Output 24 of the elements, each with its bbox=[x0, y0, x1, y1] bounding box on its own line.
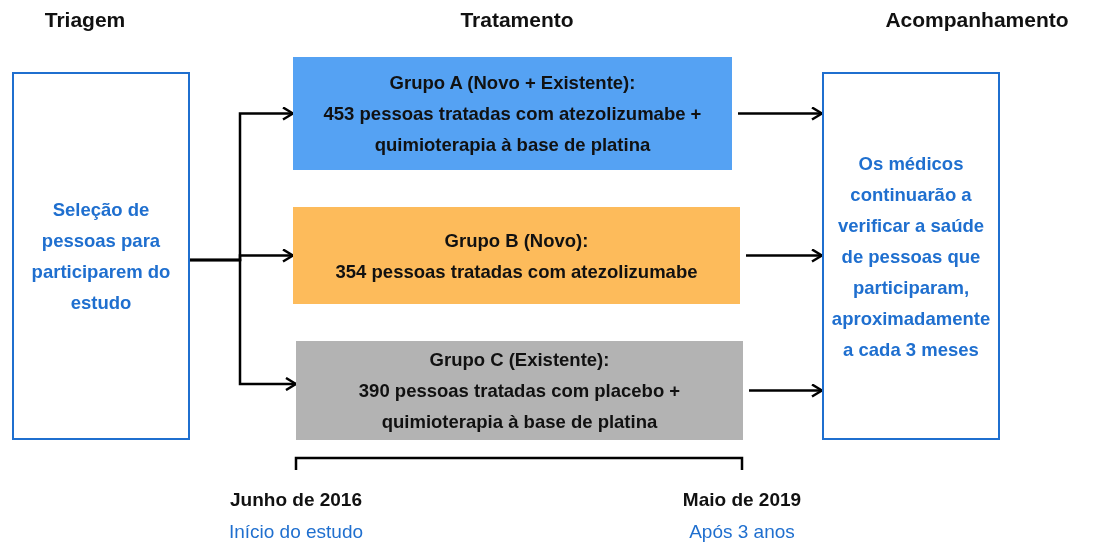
group-box bbox=[293, 207, 740, 304]
arrow bbox=[738, 106, 824, 121]
box-text: Os médicos continuarão a verificar a saúde de pessoas que participaram, aproximadamente a cada 3 meses bbox=[831, 151, 991, 362]
arrow bbox=[749, 383, 824, 398]
box-text: 390 pessoas tratadas com placebo + quimioterapia à base de platina bbox=[357, 379, 682, 434]
column-heading: Triagem bbox=[44, 8, 126, 32]
column-heading: Acompanhamento bbox=[885, 8, 1069, 32]
group-heading: Grupo A (Novo + Existente): bbox=[389, 71, 636, 95]
group-heading: Grupo B (Novo): bbox=[444, 228, 589, 253]
milestone-label: Início do estudo bbox=[228, 521, 364, 543]
group-heading: Grupo C (Existente): bbox=[429, 348, 610, 372]
box-text: Seleção de pessoas para participarem do estudo bbox=[30, 198, 172, 315]
date-label: Junho de 2016 bbox=[230, 489, 362, 511]
box-text: 453 pessoas tratadas com atezolizumabe + quimioterapia à base de platina bbox=[322, 102, 703, 157]
column-heading: Tratamento bbox=[460, 8, 574, 32]
box-text: 354 pessoas tratadas com atezolizumabe bbox=[335, 259, 698, 284]
date-label: Maio de 2019 bbox=[682, 489, 802, 511]
milestone-label: Após 3 anos bbox=[689, 521, 795, 543]
group-box bbox=[293, 57, 732, 170]
arrow bbox=[746, 248, 824, 263]
stage-box bbox=[12, 72, 190, 440]
arrow bbox=[190, 258, 298, 392]
stage-box bbox=[822, 72, 1000, 440]
group-box bbox=[296, 341, 743, 440]
